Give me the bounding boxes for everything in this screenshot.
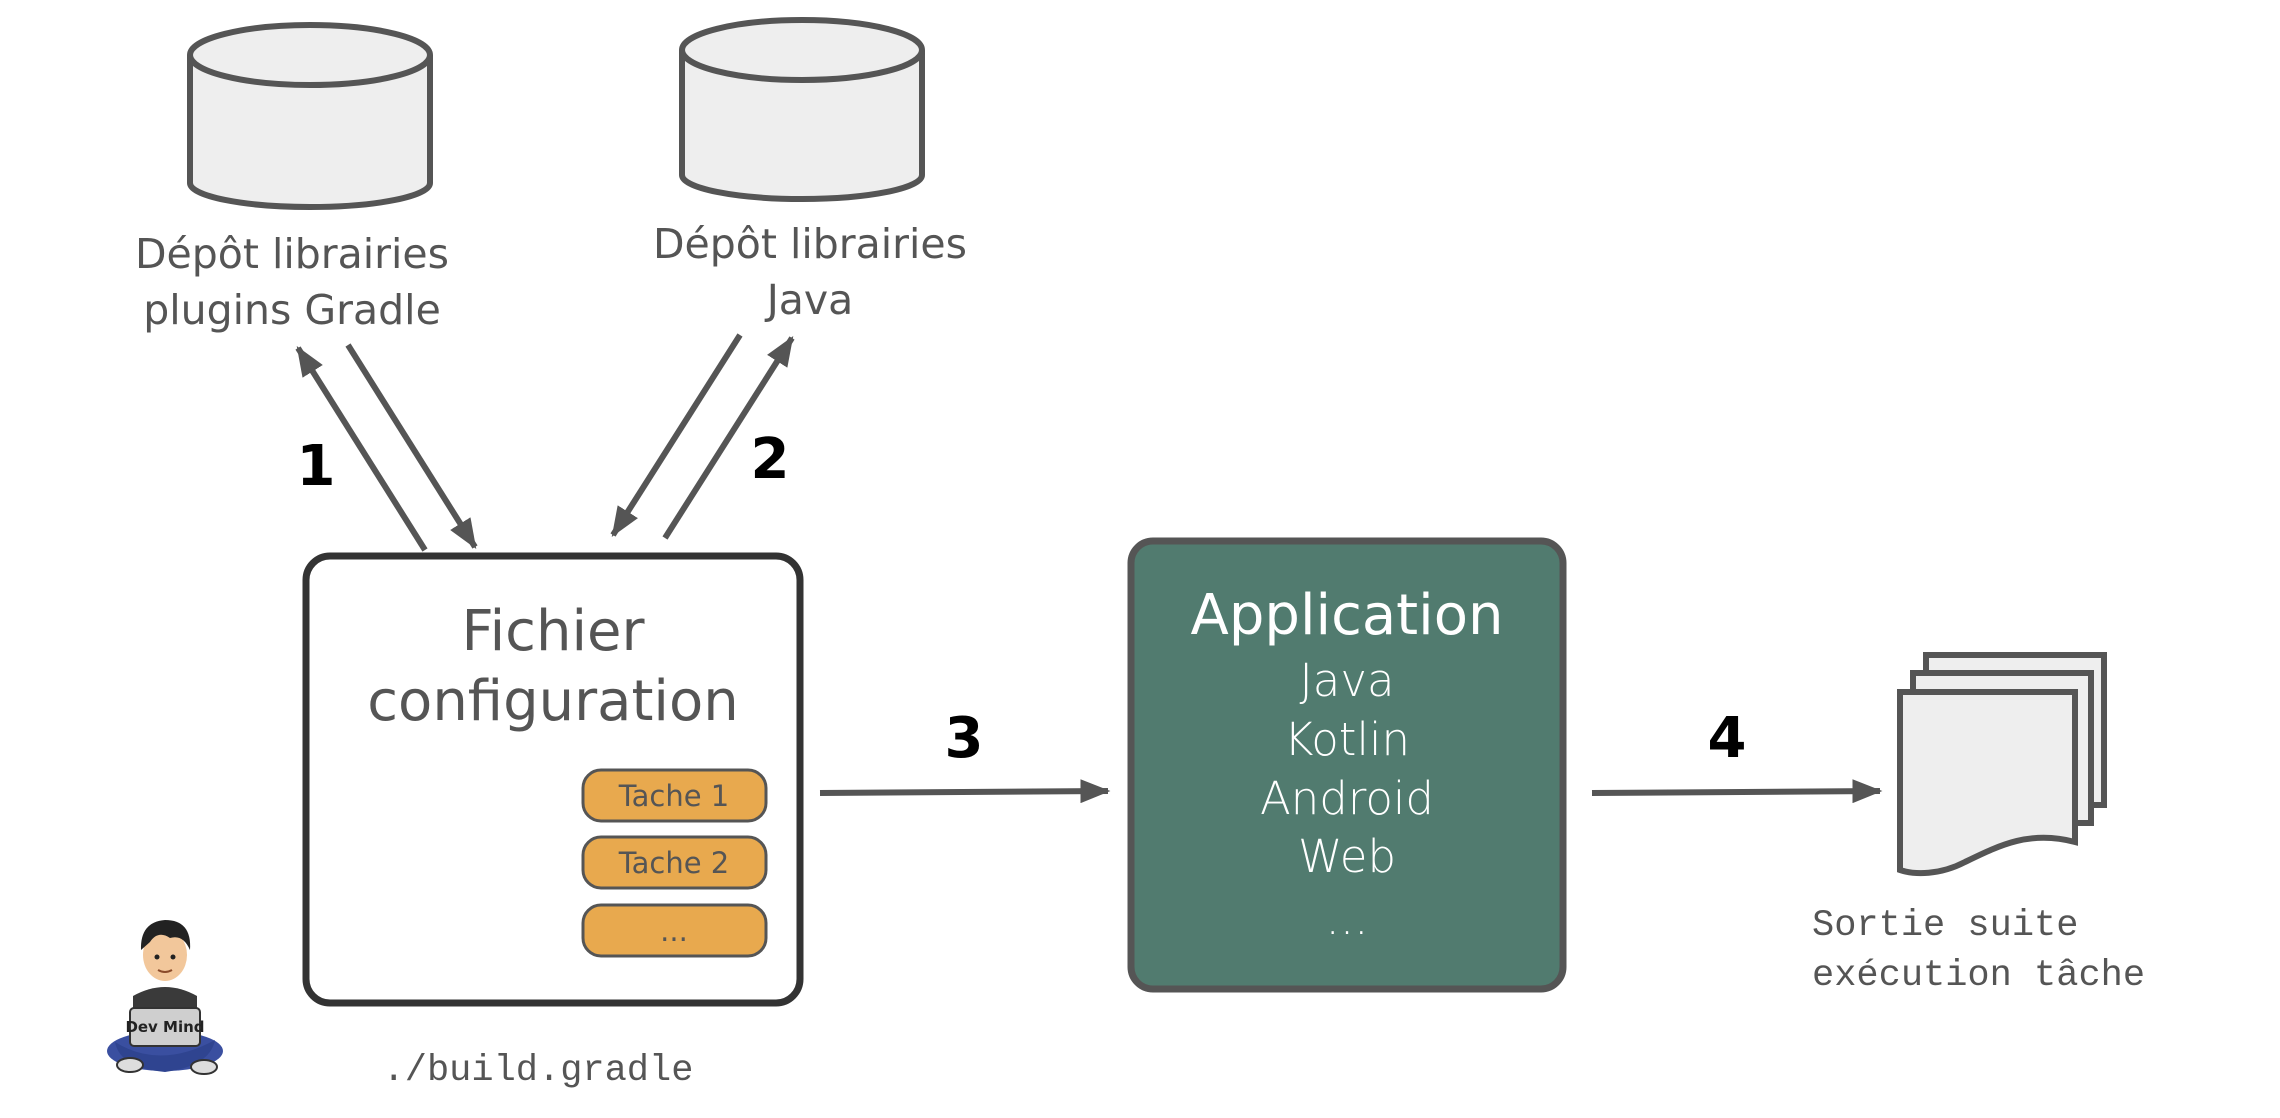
gradle-plugins-repository: Dépôt librairies plugins Gradle xyxy=(135,22,449,334)
application-item: Java xyxy=(1299,654,1394,707)
step-number-2: 2 xyxy=(751,427,790,492)
application-item: Android xyxy=(1260,772,1434,825)
database-icon xyxy=(187,22,433,210)
java-libraries-repository: Dépôt librairies Java xyxy=(653,17,967,324)
step-number-4: 4 xyxy=(1708,706,1747,771)
configuration-file: Fichier configuration Tache 1 Tache 2 ..… xyxy=(302,552,804,1007)
repo-label-line2: plugins Gradle xyxy=(143,286,441,334)
config-title-line1: Fichier xyxy=(461,599,645,664)
arrow-to-java-repo xyxy=(662,335,795,540)
task-pill: Tache 2 xyxy=(581,835,768,890)
step-number-3: 3 xyxy=(945,706,984,771)
config-file-name: ./build.gradle xyxy=(383,1050,694,1092)
documents-icon xyxy=(1897,652,2107,877)
task-label: Tache 1 xyxy=(618,779,730,813)
repo-label-line1: Dépôt librairies xyxy=(653,220,967,268)
application-item: ... xyxy=(1326,892,1369,945)
task-pill: Tache 1 xyxy=(581,768,768,823)
devmind-mascot-logo: Dev Mind xyxy=(107,920,223,1075)
application-item: Web xyxy=(1298,830,1396,883)
database-icon xyxy=(679,17,925,202)
arrow-to-gradle-repo xyxy=(295,345,428,552)
step-number-1: 1 xyxy=(297,434,336,499)
application-box-group: Application Java Kotlin Android Web ... xyxy=(1127,537,1567,993)
config-title-line2: configuration xyxy=(367,669,738,734)
application-title: Application xyxy=(1191,583,1504,648)
application-box xyxy=(1127,537,1567,993)
output-label-line1: Sortie suite xyxy=(1812,905,2078,947)
task-label: ... xyxy=(660,914,688,948)
task-pill: ... xyxy=(581,903,768,958)
repo-label-line2: Java xyxy=(764,276,854,324)
arrow-config-to-application xyxy=(819,779,1111,804)
repo-label-line1: Dépôt librairies xyxy=(135,230,449,278)
step-1-arrows xyxy=(295,343,478,552)
mascot-shirt-text: Dev Mind xyxy=(125,1018,204,1036)
arrow-from-gradle-repo xyxy=(345,343,478,550)
output-label-line2: exécution tâche xyxy=(1812,955,2145,997)
step-2-arrows xyxy=(610,333,795,540)
arrow-from-java-repo xyxy=(610,333,743,538)
task-label: Tache 2 xyxy=(618,846,730,880)
application-item: Kotlin xyxy=(1284,713,1410,766)
configuration-box xyxy=(302,552,804,1007)
arrow-application-to-output xyxy=(1591,779,1883,804)
